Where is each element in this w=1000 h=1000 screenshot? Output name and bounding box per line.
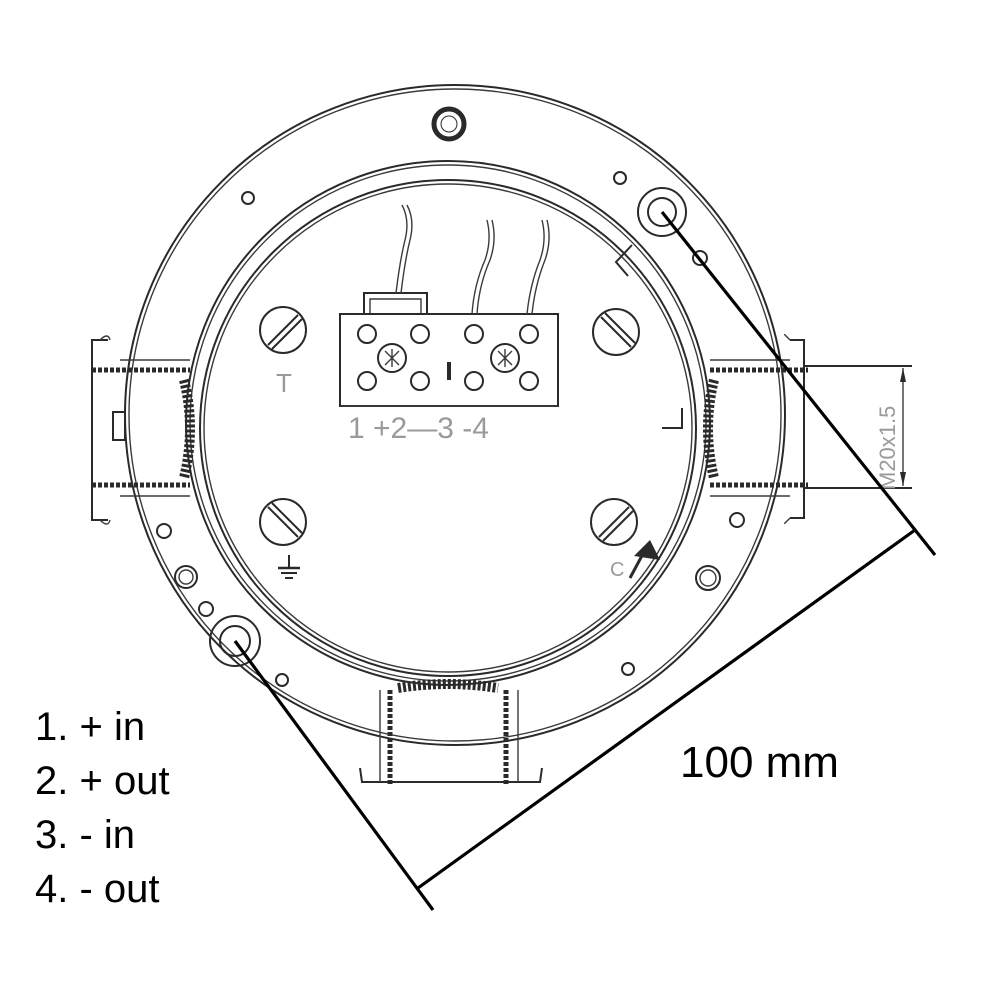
legend-num: 4. — [35, 867, 69, 911]
bottom-cable-entry — [359, 679, 543, 785]
thread-spec-label: M20x1.5 — [875, 406, 900, 490]
legend-item: 2. + out — [35, 754, 170, 808]
mounting-hole-bottom-left — [209, 615, 261, 667]
legend-item: 3. - in — [35, 808, 170, 862]
right-cable-entry — [703, 333, 912, 525]
left-cable-entry — [91, 335, 195, 525]
wires — [395, 204, 550, 315]
screw-bottom-left — [259, 498, 307, 546]
dimension-lines — [233, 211, 937, 911]
earth-icon — [278, 555, 300, 579]
cable-label: C — [610, 559, 624, 581]
lock-mark-top — [614, 244, 633, 277]
tamper-label: T — [276, 368, 292, 398]
top-mounting-hole — [431, 106, 467, 142]
legend-num: 2. — [35, 759, 69, 803]
terminal-labels: 1 +2—3 -4 — [348, 412, 489, 445]
legend-num: 3. — [35, 813, 69, 857]
legend-text: + out — [79, 759, 170, 803]
lock-mark-right — [662, 408, 683, 429]
screw-top-right — [592, 308, 640, 356]
dimension-label: 100 mm — [680, 738, 839, 787]
small-holes — [156, 171, 745, 687]
legend-num: 1. — [35, 705, 69, 749]
mounting-hole-top-right — [637, 187, 687, 237]
legend-text: - out — [79, 867, 160, 911]
terminal-block — [339, 292, 559, 407]
screw-top-left — [259, 306, 307, 354]
legend-text: + in — [79, 705, 146, 749]
legend-item: 4. - out — [35, 862, 170, 916]
ring-holes — [174, 565, 721, 591]
screw-bottom-right — [590, 498, 638, 546]
legend-item: 1. + in — [35, 700, 170, 754]
arrow-icon — [628, 540, 660, 579]
terminal-legend: 1. + in 2. + out 3. - in 4. - out — [35, 700, 170, 916]
legend-text: - in — [79, 813, 136, 857]
